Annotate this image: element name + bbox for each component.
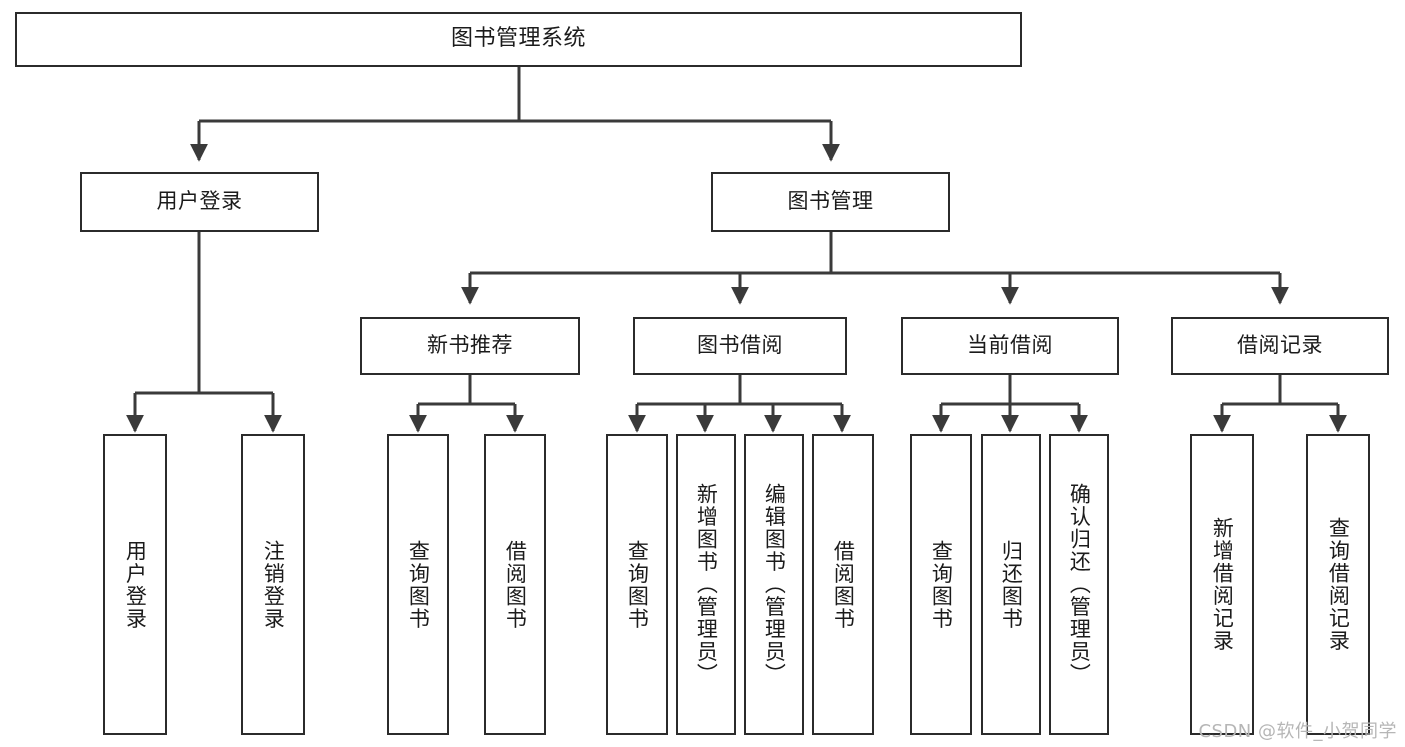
node-root-system[interactable]: 图书管理系统: [15, 12, 1022, 67]
leaf-add-book-admin[interactable]: 新增图书（管理员）: [676, 434, 736, 735]
node-label: 查询借阅记录: [1326, 517, 1351, 652]
node-label: 新增借阅记录: [1210, 517, 1235, 652]
leaf-user-login[interactable]: 用户登录: [103, 434, 167, 735]
node-label: 借阅图书: [503, 539, 528, 630]
leaf-query-book-current[interactable]: 查询图书: [910, 434, 972, 735]
leaf-query-book-borrow[interactable]: 查询图书: [606, 434, 668, 735]
leaf-add-borrow-record[interactable]: 新增借阅记录: [1190, 434, 1254, 735]
leaf-confirm-return-admin[interactable]: 确认归还（管理员）: [1049, 434, 1109, 735]
node-label: 查询图书: [625, 539, 650, 630]
node-label: 归还图书: [999, 539, 1024, 630]
node-label: 图书管理系统: [450, 26, 586, 52]
node-new-book-recommend[interactable]: 新书推荐: [360, 317, 580, 375]
leaf-borrow-book-recommend[interactable]: 借阅图书: [484, 434, 546, 735]
leaf-query-book-recommend[interactable]: 查询图书: [387, 434, 449, 735]
leaf-borrow-book-borrow[interactable]: 借阅图书: [812, 434, 874, 735]
node-user-login[interactable]: 用户登录: [80, 172, 319, 232]
node-book-borrow[interactable]: 图书借阅: [633, 317, 847, 375]
node-label: 借阅图书: [831, 539, 856, 630]
node-label: 编辑图书（管理员）: [762, 483, 787, 686]
node-label: 查询图书: [929, 539, 954, 630]
node-label: 新增图书（管理员）: [694, 483, 719, 686]
node-label: 新书推荐: [427, 333, 513, 358]
node-label: 图书管理: [787, 189, 874, 214]
csdn-watermark: CSDN @软件_小贺同学: [1198, 721, 1397, 742]
node-label: 用户登录: [156, 189, 243, 214]
leaf-return-book[interactable]: 归还图书: [981, 434, 1041, 735]
node-label: 借阅记录: [1237, 333, 1323, 358]
node-book-manage[interactable]: 图书管理: [711, 172, 950, 232]
node-borrow-record[interactable]: 借阅记录: [1171, 317, 1389, 375]
leaf-logout-login[interactable]: 注销登录: [241, 434, 305, 735]
leaf-edit-book-admin[interactable]: 编辑图书（管理员）: [744, 434, 804, 735]
node-label: 图书借阅: [697, 333, 783, 358]
node-label: 确认归还（管理员）: [1067, 483, 1092, 686]
node-label: 用户登录: [123, 539, 148, 630]
node-current-borrow[interactable]: 当前借阅: [901, 317, 1119, 375]
leaf-query-borrow-record[interactable]: 查询借阅记录: [1306, 434, 1370, 735]
node-label: 查询图书: [406, 539, 431, 630]
node-label: 当前借阅: [967, 333, 1053, 358]
node-label: 注销登录: [261, 539, 286, 630]
